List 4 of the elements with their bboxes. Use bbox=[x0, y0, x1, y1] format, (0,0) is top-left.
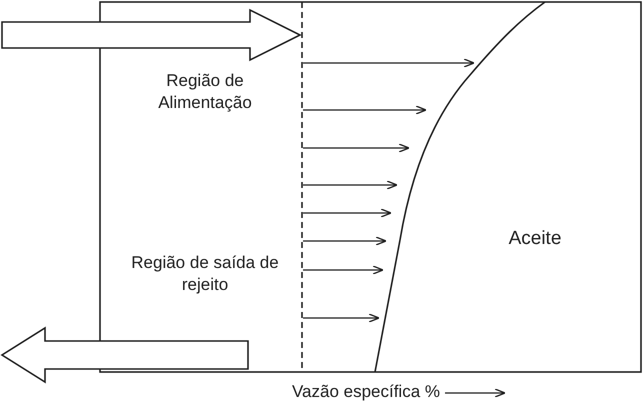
region-label: Região de saída de rejeito bbox=[130, 252, 280, 296]
region-label: Região de Alimentação bbox=[157, 70, 253, 114]
region-label: Aceite bbox=[508, 228, 562, 250]
axis-label: Vazão específica % bbox=[290, 381, 440, 403]
